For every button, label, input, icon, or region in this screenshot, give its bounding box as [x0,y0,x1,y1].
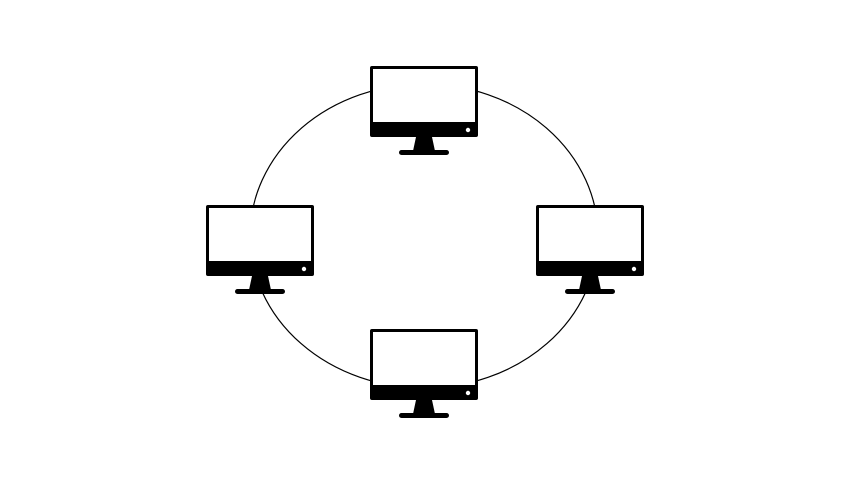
monitor-stand [579,276,601,290]
monitor-screen [373,332,475,385]
monitor-base [399,413,449,418]
monitor-stand [413,400,435,414]
power-led [465,127,471,133]
monitor-icon [370,66,478,155]
monitor-stand [249,276,271,290]
monitor-base [565,289,615,294]
power-led [631,266,637,272]
power-led [465,390,471,396]
monitor-screen [373,69,475,122]
monitor-screen [209,208,311,261]
monitor-icon [206,205,314,294]
monitor-base [235,289,285,294]
monitor-screen [539,208,641,261]
nodes-layer [206,66,644,418]
power-led [301,266,307,272]
monitor-icon [536,205,644,294]
monitor-stand [413,137,435,151]
monitor-icon [370,329,478,418]
monitor-base [399,150,449,155]
